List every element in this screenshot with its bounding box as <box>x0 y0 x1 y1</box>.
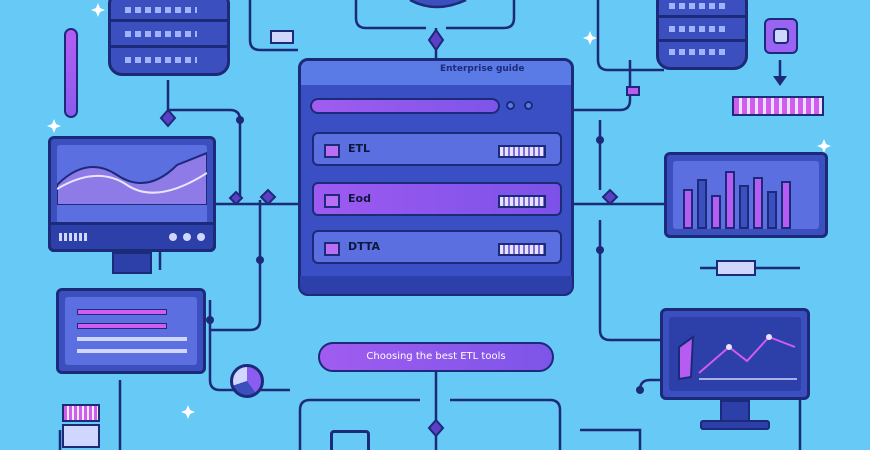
vertical-gauge <box>64 28 78 118</box>
list-item[interactable]: ETL <box>312 132 562 166</box>
shield-badge-icon <box>764 18 798 54</box>
monitor-base <box>700 420 770 430</box>
panel-base <box>300 276 572 294</box>
monitor-stand <box>720 400 750 422</box>
list-item-label: DTTA <box>348 240 381 253</box>
search-input[interactable] <box>310 98 500 114</box>
progress-indicator <box>498 195 546 208</box>
radio-icon[interactable] <box>506 101 515 110</box>
checkbox[interactable] <box>324 144 340 158</box>
tag-icon <box>626 86 640 96</box>
checkbox[interactable] <box>324 194 340 208</box>
label-box <box>716 260 756 276</box>
checkbox[interactable] <box>324 242 340 256</box>
database-server-icon <box>656 0 748 70</box>
tag-icon <box>270 30 294 44</box>
document-icon <box>62 424 100 448</box>
barcode-icon <box>62 404 100 422</box>
list-item[interactable]: DTTA <box>312 230 562 264</box>
progress-indicator <box>498 145 546 158</box>
connector-box <box>330 430 370 450</box>
caption-button[interactable]: Choosing the best ETL tools <box>318 342 554 372</box>
bar-chart-monitor-icon <box>664 152 828 238</box>
list-item-label: Eod <box>348 192 371 205</box>
monitor-stand <box>112 252 152 274</box>
list-item[interactable]: Eod <box>312 182 562 216</box>
progress-strip <box>732 96 824 116</box>
list-monitor-icon <box>56 288 206 374</box>
pie-chart-icon <box>230 364 264 398</box>
line-chart-monitor-icon <box>660 308 810 400</box>
database-server-icon <box>108 0 230 76</box>
monitor-base <box>48 222 216 252</box>
progress-indicator <box>498 243 546 256</box>
panel-title: Enterprise guide <box>440 64 525 74</box>
list-item-label: ETL <box>348 142 371 155</box>
arrow-down-icon <box>773 76 787 86</box>
radio-icon[interactable] <box>524 101 533 110</box>
panel-header <box>301 61 571 85</box>
